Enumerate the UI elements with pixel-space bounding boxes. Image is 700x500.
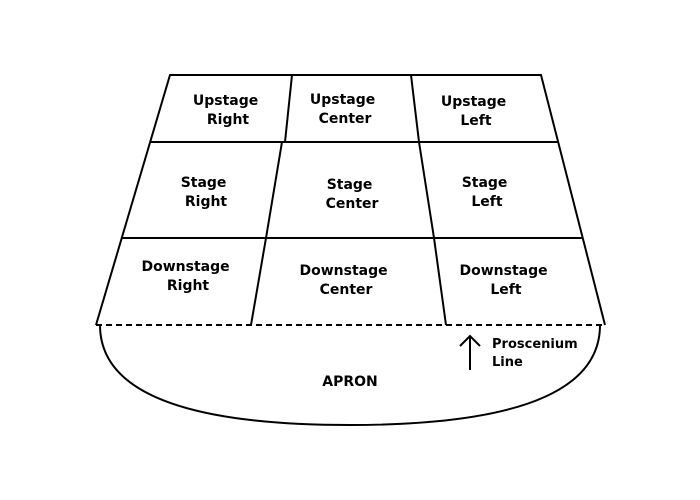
col-divider-downstage-1	[250, 237, 267, 326]
proscenium-label: Proscenium Line	[492, 337, 582, 370]
arrow-up-icon	[459, 334, 481, 370]
zone-downstage-right: Downstage Right	[141, 259, 234, 294]
apron-label: APRON	[322, 374, 378, 390]
col-divider-upstage-1	[284, 74, 293, 143]
col-divider-stage-1	[265, 141, 283, 239]
col-divider-downstage-2	[433, 237, 447, 326]
zone-upstage-center: Upstage Center	[310, 92, 380, 127]
col-divider-stage-2	[418, 141, 435, 239]
zone-downstage-center: Downstage Center	[299, 263, 392, 298]
zone-stage-left: Stage Left	[462, 175, 513, 210]
zone-stage-right: Stage Right	[181, 175, 232, 210]
zone-upstage-right: Upstage Right	[193, 93, 263, 128]
apron-outline	[99, 324, 601, 427]
stage-outline	[95, 74, 606, 326]
zone-upstage-left: Upstage Left	[441, 94, 511, 129]
col-divider-upstage-2	[410, 74, 420, 143]
zone-downstage-left: Downstage Left	[459, 263, 552, 298]
zone-stage-center: Stage Center	[326, 177, 379, 212]
